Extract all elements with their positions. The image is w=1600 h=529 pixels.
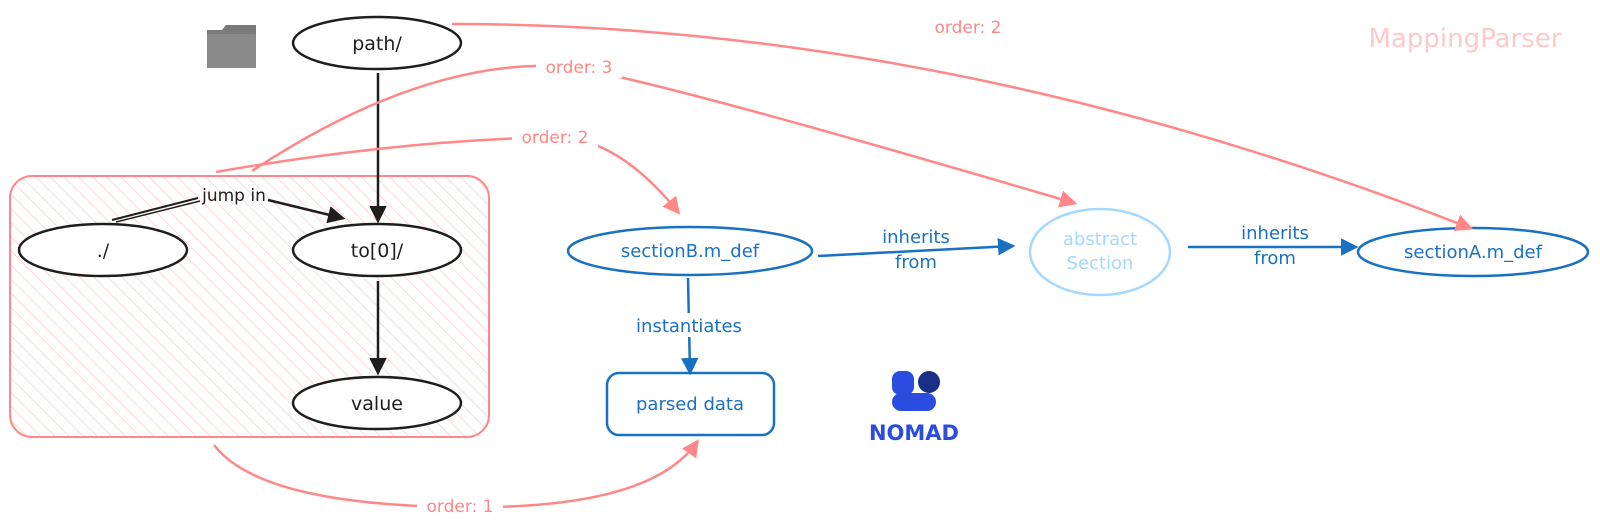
nomad-logo: NOMAD (869, 371, 959, 445)
node-parsed-label: parsed data (636, 394, 744, 415)
instantiates-label: instantiates (636, 316, 742, 337)
order-3-label: order: 3 (546, 58, 613, 78)
node-value[interactable]: value (291, 375, 463, 431)
node-to0[interactable]: to[0]/ (291, 222, 463, 278)
node-dot-label: ./ (97, 240, 110, 262)
nomad-logo-shape-a (892, 371, 914, 395)
inherits-label-2-line1: inherits (1241, 223, 1309, 244)
node-path-label: path/ (352, 33, 402, 55)
nomad-logo-text: NOMAD (869, 421, 959, 445)
inherits-label-1-line1: inherits (882, 227, 950, 248)
node-value-label: value (351, 393, 403, 415)
order-2a-label-bg (925, 15, 1011, 37)
node-dot[interactable]: ./ (17, 222, 189, 278)
order-1-label: order: 1 (427, 497, 494, 517)
jump-in-line-b (115, 200, 201, 223)
order-3-label-bg (536, 56, 622, 78)
node-abstract-section[interactable]: abstract Section (1028, 207, 1172, 297)
inherits-label-1-line2: from (895, 252, 937, 273)
instantiates-label-bg (624, 313, 754, 337)
node-abstract-label-line1: abstract (1063, 229, 1137, 250)
order-2b-label: order: 2 (522, 128, 589, 148)
jump-in-label: jump in (201, 186, 266, 206)
node-abstract-label-line2: Section (1067, 253, 1134, 274)
node-sectionB-label: sectionB.m_def (621, 241, 760, 262)
order-2-arrow-to-sectionA (451, 22, 1474, 232)
mapping-parser-title: MappingParser (1369, 24, 1562, 54)
node-sectionB-def[interactable]: sectionB.m_def (566, 225, 814, 277)
node-to0-label: to[0]/ (351, 240, 404, 262)
inherits-arrow-1 (817, 237, 1016, 258)
inherits-label-2-line2: from (1254, 248, 1296, 269)
nomad-logo-shape-b (892, 393, 936, 411)
order-1-label-bg (417, 496, 503, 518)
nomad-logo-dot (918, 371, 940, 393)
node-parsed-data[interactable]: parsed data (605, 371, 776, 437)
jump-in-arrow (267, 198, 346, 224)
folder-icon (207, 25, 256, 68)
jump-in-line-a (111, 197, 199, 221)
node-sectionA-label: sectionA.m_def (1404, 242, 1543, 263)
node-path[interactable]: path/ (291, 15, 463, 71)
node-sectionA-def[interactable]: sectionA.m_def (1356, 226, 1590, 278)
order-2a-label: order: 2 (935, 18, 1002, 38)
order-2b-label-bg (512, 126, 598, 148)
